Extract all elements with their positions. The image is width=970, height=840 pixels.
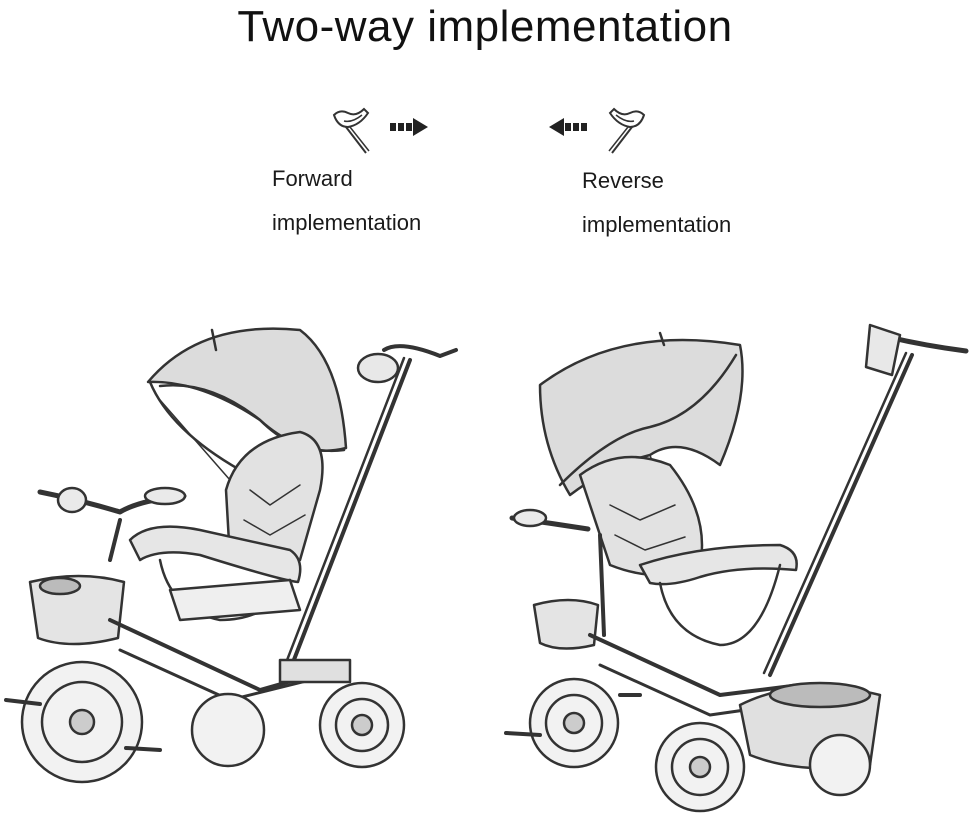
tricycle-forward-illustration xyxy=(0,320,480,805)
reverse-implementation-label: Reverse implementation xyxy=(582,159,731,247)
reverse-label-line2: implementation xyxy=(582,212,732,237)
arrow-right-icon xyxy=(389,117,429,142)
forward-label-line1: Forward xyxy=(272,166,353,191)
arrow-left-icon xyxy=(548,117,588,142)
reverse-label-line1: Reverse xyxy=(582,168,664,193)
forward-label-line2: implementation xyxy=(272,210,422,235)
forward-implementation-label: Forward implementation xyxy=(272,157,421,245)
push-handle-icon xyxy=(600,105,652,162)
push-handle-icon xyxy=(326,105,378,162)
page-title: Two-way implementation xyxy=(237,2,733,51)
tricycle-reverse-illustration xyxy=(500,315,970,820)
